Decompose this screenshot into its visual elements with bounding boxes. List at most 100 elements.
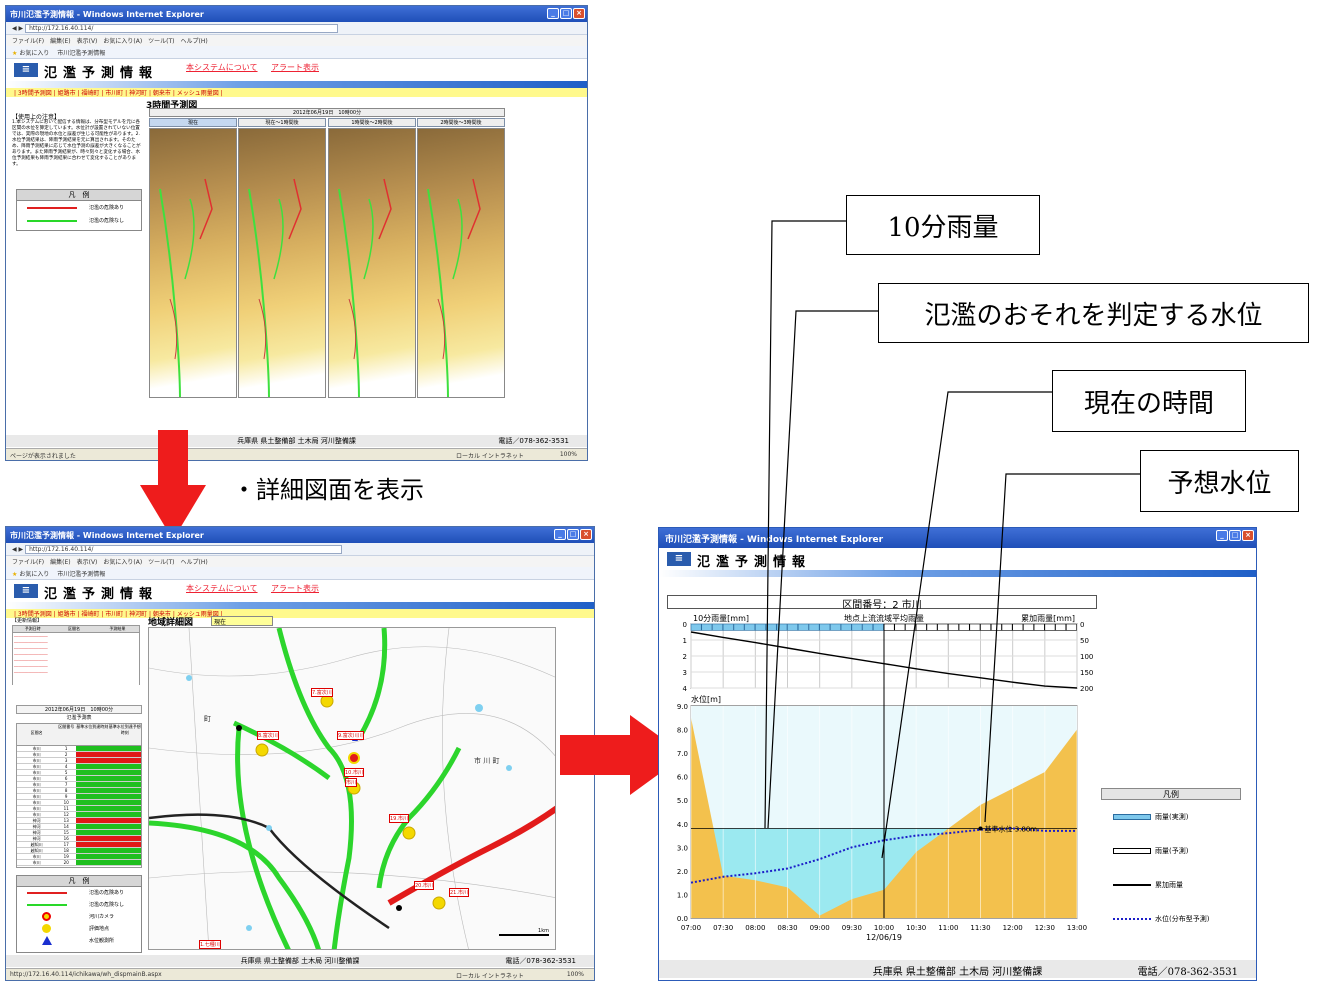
site-logo-icon: ≡ — [14, 584, 38, 598]
nav-bar[interactable]: | 3時間予測図 | 姫路市 | 福崎町 | 市川町 | 神河町 | 朝来市 |… — [6, 609, 594, 618]
close-button[interactable]: × — [580, 529, 592, 540]
page-footer: 兵庫県 県土整備部 土木局 河川整備課 電話／078-362-3531 — [6, 435, 587, 447]
x-tick-label: 08:00 — [745, 924, 765, 932]
cum-tick-label: 100 — [1080, 653, 1093, 661]
row-section-no: 17 — [63, 842, 69, 847]
minimize-button[interactable]: _ — [1216, 530, 1228, 541]
row-reach-cell — [76, 836, 109, 841]
cum-tick-label: 150 — [1080, 669, 1093, 677]
callout-rain-text: 10分雨量 — [887, 212, 999, 243]
footer-tel: 電話／078-362-3531 — [498, 437, 569, 445]
row-forecast-cell — [108, 818, 141, 823]
back-icon[interactable]: ◀ — [12, 25, 17, 32]
detail-map[interactable]: 7.富次川 8.富次川 9.富次川川 10.市川 市川 19.市川 20.市川 … — [148, 627, 556, 950]
maximize-button[interactable]: □ — [560, 8, 572, 19]
favorites-bar: ★ お気に入り 市川氾濫予測情報 — [6, 46, 587, 59]
row-section-no: 1 — [64, 746, 68, 751]
favorites-bar: ★ お気に入り 市川氾濫予測情報 — [6, 567, 594, 580]
row-section-name: 市川 — [32, 800, 41, 805]
url-input[interactable]: http://172.16.40.114/ — [25, 545, 342, 554]
row-forecast-cell — [108, 836, 141, 841]
row-forecast-cell — [108, 854, 141, 859]
header-band — [659, 570, 1256, 577]
forward-icon[interactable]: ▶ — [18, 25, 24, 32]
window-titlebar[interactable]: 市川氾濫予測情報 - Windows Internet Explorer _□× — [6, 6, 587, 22]
rain-bar-observed — [712, 623, 723, 631]
rain-bar-forecast — [926, 623, 938, 631]
footer-org: 兵庫県 県土整備部 土木局 河川整備課 — [237, 437, 356, 445]
back-icon[interactable]: ◀ — [12, 546, 17, 553]
level-tick-label: 5.0 — [677, 797, 688, 805]
alert-link[interactable]: アラート表示 — [271, 63, 319, 72]
forward-icon[interactable]: ▶ — [18, 546, 24, 553]
maximize-button[interactable]: □ — [567, 529, 579, 540]
alert-link[interactable]: アラート表示 — [271, 584, 319, 593]
legend-panel: 凡 例 氾濫の危険あり 氾濫の危険なし — [16, 189, 142, 231]
forecast-map-2h[interactable] — [328, 128, 416, 398]
browser-tab[interactable]: 市川氾濫予測情報 — [57, 50, 106, 57]
window-titlebar[interactable]: 市川氾濫予測情報 - Windows Internet Explorer _□× — [6, 527, 594, 543]
forecast-date-header: 2012年06月19日 10時00分 — [149, 108, 505, 117]
forecast-map-3h[interactable] — [417, 128, 505, 398]
row-section-name: 市川 — [32, 806, 41, 811]
about-link[interactable]: 本システムについて — [186, 584, 258, 593]
url-input[interactable]: http://172.16.40.114/ — [25, 24, 339, 33]
menu-bar[interactable]: ファイル(F) 編集(E) 表示(V) お気に入り(A) ツール(T) ヘルプ(… — [6, 556, 594, 567]
row-section-name: 市川 — [32, 758, 41, 763]
rain-bar-observed — [840, 623, 852, 631]
site-header: ≡ 氾濫予測情報 — [659, 548, 1256, 570]
minimize-button[interactable]: _ — [547, 8, 559, 19]
zoom-level[interactable]: 100% — [566, 971, 584, 978]
close-button[interactable]: × — [1242, 530, 1254, 541]
minimize-button[interactable]: _ — [554, 529, 566, 540]
nav-bar[interactable]: | 3時間予測図 | 姫路市 | 福崎町 | 市川町 | 神河町 | 朝来市 |… — [6, 88, 587, 97]
browser-tab[interactable]: 市川氾濫予測情報 — [57, 571, 106, 578]
forecast-map-now[interactable] — [149, 128, 237, 398]
map-label-8: 8.富次川 — [257, 731, 279, 740]
rain-bar-forecast — [937, 623, 949, 631]
legend-title: 凡例 — [1101, 788, 1241, 800]
window-titlebar[interactable]: 市川氾濫予測情報 - Windows Internet Explorer _□× — [659, 528, 1256, 548]
forecast-map-1h[interactable] — [238, 128, 326, 398]
rain-bar-observed — [808, 623, 820, 631]
maximize-button[interactable]: □ — [1229, 530, 1241, 541]
row-reach-cell — [76, 842, 109, 847]
site-title: 氾濫予測情報 — [697, 555, 812, 570]
star-icon[interactable]: ★ — [12, 50, 18, 57]
col-section-name: 区間名 — [30, 730, 43, 735]
level-tick-label: 9.0 — [677, 703, 688, 711]
row-section-no: 13 — [63, 818, 69, 823]
row-reach-cell — [76, 788, 109, 793]
menu-bar[interactable]: ファイル(F) 編集(E) 表示(V) お気に入り(A) ツール(T) ヘルプ(… — [6, 35, 587, 46]
time-select[interactable]: 現在 — [211, 616, 273, 626]
row-section-no: 7 — [64, 782, 68, 787]
star-icon[interactable]: ★ — [12, 571, 18, 578]
favorites-button[interactable]: お気に入り — [19, 50, 50, 57]
close-button[interactable]: × — [573, 8, 585, 19]
favorites-button[interactable]: お気に入り — [19, 571, 50, 578]
zoom-level[interactable]: 100% — [559, 451, 577, 458]
rain-bar-observed — [862, 623, 874, 631]
about-link[interactable]: 本システムについて — [186, 63, 258, 72]
row-section-no: 4 — [64, 764, 68, 769]
